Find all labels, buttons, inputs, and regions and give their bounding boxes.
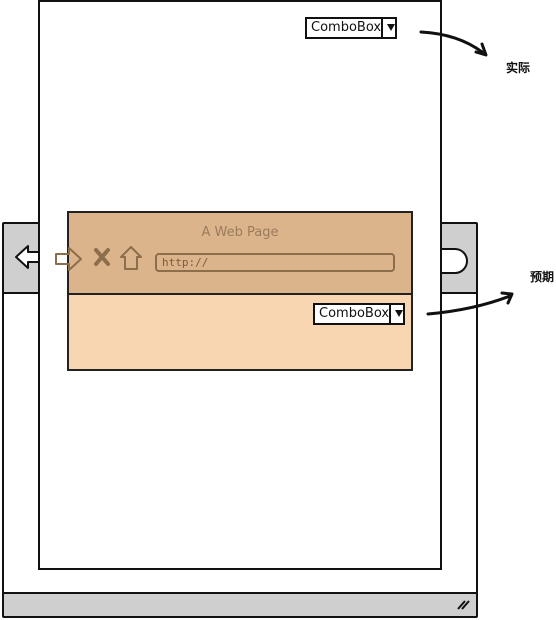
combobox-label: ComboBox xyxy=(319,306,390,321)
annotation-arrow-expected xyxy=(426,291,514,316)
forward-arrow-icon[interactable] xyxy=(53,246,83,272)
annotation-expected: 预期 xyxy=(530,270,555,284)
chevron-down-icon xyxy=(387,24,396,31)
browser-statusbar xyxy=(4,592,476,616)
annotation-actual: 实际 xyxy=(506,61,531,75)
chevron-down-icon xyxy=(395,310,404,317)
combobox-dropdown-button[interactable] xyxy=(381,19,396,37)
combobox-dropdown-button[interactable] xyxy=(389,305,404,323)
annotation-arrow-actual xyxy=(419,30,488,57)
overlay-toolbar: A Web Page http:// xyxy=(55,213,411,295)
resize-grip-icon[interactable] xyxy=(456,598,470,610)
top-combobox[interactable]: ComboBox xyxy=(305,17,397,39)
home-icon[interactable] xyxy=(119,245,143,271)
web-page-overlay: A Web Page http:// ComboBox xyxy=(55,211,413,371)
combobox-label: ComboBox xyxy=(311,20,382,35)
stop-x-icon[interactable] xyxy=(93,247,111,267)
page-title: A Web Page xyxy=(201,225,279,240)
url-field[interactable]: http:// xyxy=(155,253,395,272)
page-combobox[interactable]: ComboBox xyxy=(313,303,405,325)
